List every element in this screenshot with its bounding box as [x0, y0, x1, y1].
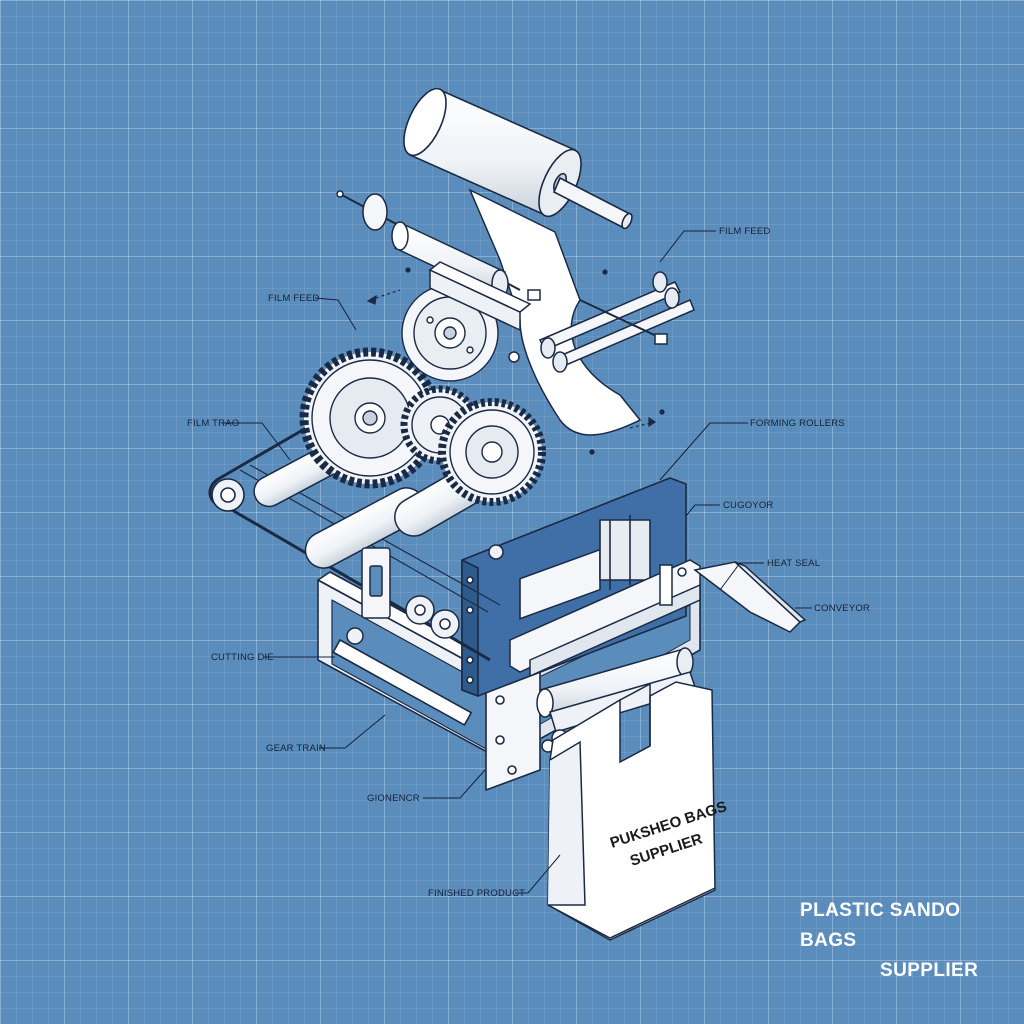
label-finished-product: FINISHED PRODUCT	[428, 888, 525, 899]
title-line-1: PLASTIC SANDO BAGS	[800, 900, 961, 951]
idler-rollers	[336, 190, 541, 332]
title-line-2: SUPPLIER	[880, 960, 979, 981]
finished-bag	[547, 681, 716, 941]
label-conveyor: CONVEYOR	[814, 603, 870, 614]
label-film-feed-right: FILM FEED	[719, 226, 770, 237]
film-supply-roll	[403, 87, 633, 230]
label-cugoyor: CUGOYOR	[723, 500, 774, 511]
label-forming-rollers: FORMING ROLLERS	[750, 418, 845, 429]
label-cutting-die: CUTTING DIE	[211, 652, 274, 663]
label-gear-train: GEAR TRAIN	[266, 743, 326, 754]
page-title: PLASTIC SANDO BAGS SUPPLIER	[800, 896, 1000, 986]
label-heat-seal: HEAT SEAL	[767, 558, 820, 569]
label-gionencr: GIONENCR	[367, 793, 420, 804]
exploded-arrows	[366, 267, 665, 455]
label-film-feed-left: FILM FEED	[268, 293, 319, 304]
feed-rods	[508, 271, 695, 373]
output-rollers	[536, 647, 697, 753]
leader-lines	[222, 230, 812, 894]
heat-seal-conveyor	[509, 559, 807, 678]
label-film-trao: FILM TRAO	[187, 418, 239, 429]
